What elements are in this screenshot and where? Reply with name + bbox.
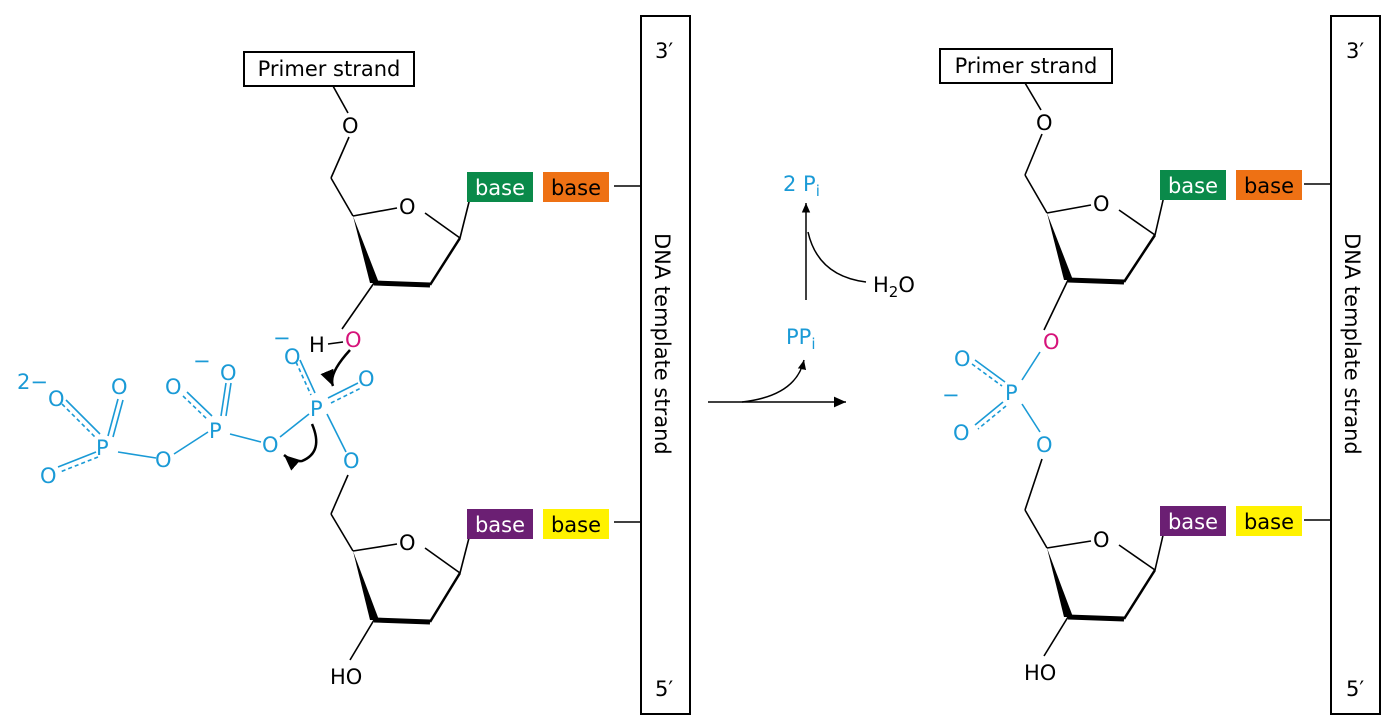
right-p-o-top: O bbox=[954, 347, 971, 371]
right-phosphodiester-bonds bbox=[971, 351, 1041, 433]
left-upper-wedge bbox=[353, 216, 379, 283]
left-p2-o-right: O bbox=[220, 361, 237, 385]
left-p3-o-top: O bbox=[284, 345, 301, 369]
left-p1-o-bottom: O bbox=[40, 464, 57, 488]
water-input-curve bbox=[807, 231, 867, 283]
left-p1: P bbox=[96, 436, 109, 460]
right-base-green-box bbox=[1160, 170, 1226, 200]
right-lower-ho: HO bbox=[1024, 661, 1056, 685]
left-primer-box bbox=[243, 51, 415, 87]
right-upper-o-link: O bbox=[1036, 111, 1053, 135]
left-leaving-arrow bbox=[283, 423, 318, 471]
right-base-purple-box bbox=[1160, 506, 1226, 536]
right-base-orange-box bbox=[1236, 170, 1302, 200]
left-upper-h: H bbox=[309, 333, 325, 357]
left-base-green-label: base bbox=[475, 176, 525, 200]
right-template-5prime: 5′ bbox=[1346, 677, 1364, 701]
left-base-purple-box bbox=[467, 509, 533, 539]
left-primer-label: Primer strand bbox=[258, 57, 401, 81]
right-template-strand-box bbox=[1330, 15, 1381, 715]
right-p-o-bottom: O bbox=[953, 421, 970, 445]
left-base-orange-label: base bbox=[551, 176, 601, 200]
right-base-green-label: base bbox=[1168, 174, 1218, 198]
right-upper-nucleotide bbox=[1024, 82, 1331, 285]
left-base-green-box bbox=[467, 172, 533, 202]
right-lower-wedge bbox=[1047, 548, 1073, 617]
pi-label: 2 Pi bbox=[783, 172, 820, 200]
left-panel: 3′ 5′ DNA template strand Primer strand … bbox=[17, 15, 691, 715]
left-h-o-bond bbox=[327, 341, 344, 345]
right-bridge-oxygen: O bbox=[1043, 330, 1060, 354]
left-base-orange-box bbox=[543, 172, 609, 202]
right-primer-box bbox=[939, 48, 1113, 84]
left-bridge-o-1: O bbox=[155, 448, 172, 472]
left-base-yellow-label: base bbox=[551, 513, 601, 537]
left-triphosphate-bonds bbox=[57, 359, 362, 473]
left-p1-o-top-right: O bbox=[111, 375, 128, 399]
left-template-strand-label: DNA template strand bbox=[650, 233, 674, 455]
right-p: P bbox=[1005, 381, 1018, 405]
right-base-yellow-box bbox=[1236, 506, 1302, 536]
right-template-strand-label: DNA template strand bbox=[1340, 233, 1364, 455]
left-charge-2minus: 2− bbox=[17, 370, 48, 394]
right-lower-nucleotide bbox=[1024, 458, 1331, 657]
left-base-yellow-box bbox=[543, 509, 609, 539]
left-template-3prime: 3′ bbox=[655, 39, 673, 63]
ppi-label: PPi bbox=[786, 325, 816, 353]
left-charge-minus-p3: − bbox=[273, 326, 291, 350]
left-upper-o-link: O bbox=[342, 114, 359, 138]
middle-reaction: PPi 2 Pi H2O bbox=[708, 172, 915, 408]
left-bridge-o-2: O bbox=[262, 433, 279, 457]
left-lower-ho: HO bbox=[330, 665, 362, 689]
left-template-strand-box bbox=[640, 15, 691, 715]
left-template-5prime: 5′ bbox=[655, 677, 673, 701]
right-panel: 3′ 5′ DNA template strand Primer strand … bbox=[939, 15, 1381, 715]
right-c3-o-bond bbox=[1043, 279, 1069, 331]
left-attack-arrow bbox=[320, 349, 351, 387]
right-base-orange-label: base bbox=[1244, 174, 1294, 198]
right-lower-o-ring: O bbox=[1093, 528, 1110, 552]
left-p3: P bbox=[310, 397, 323, 421]
left-lower-o-ring: O bbox=[399, 531, 416, 555]
right-primer-label: Primer strand bbox=[955, 54, 1098, 78]
left-lower-wedge bbox=[353, 551, 379, 620]
left-lower-nucleotide bbox=[330, 474, 641, 661]
right-template-3prime: 3′ bbox=[1346, 39, 1364, 63]
left-triphosphate-atoms: 2− O O P O O − O O P O − O O P O bbox=[17, 326, 375, 488]
left-p2: P bbox=[209, 419, 222, 443]
left-p1-o-top-left: O bbox=[48, 387, 65, 411]
left-p3-o-bottom: O bbox=[343, 449, 360, 473]
left-upper-o-ring: O bbox=[399, 195, 416, 219]
right-upper-o-ring: O bbox=[1093, 192, 1110, 216]
left-upper-nucleotide bbox=[330, 85, 641, 330]
right-base-yellow-label: base bbox=[1244, 510, 1294, 534]
left-base-purple-label: base bbox=[475, 513, 525, 537]
left-p2-o-left: O bbox=[165, 375, 182, 399]
right-upper-wedge bbox=[1047, 213, 1073, 280]
water-label: H2O bbox=[873, 273, 915, 301]
left-attacking-oxygen: O bbox=[345, 328, 362, 352]
left-charge-minus-p2: − bbox=[193, 349, 211, 373]
right-charge-minus: − bbox=[942, 383, 960, 407]
right-base-purple-label: base bbox=[1168, 510, 1218, 534]
ppi-release-arrow bbox=[741, 359, 807, 403]
left-p3-o-right: O bbox=[358, 367, 375, 391]
right-p-o-lower: O bbox=[1036, 433, 1053, 457]
